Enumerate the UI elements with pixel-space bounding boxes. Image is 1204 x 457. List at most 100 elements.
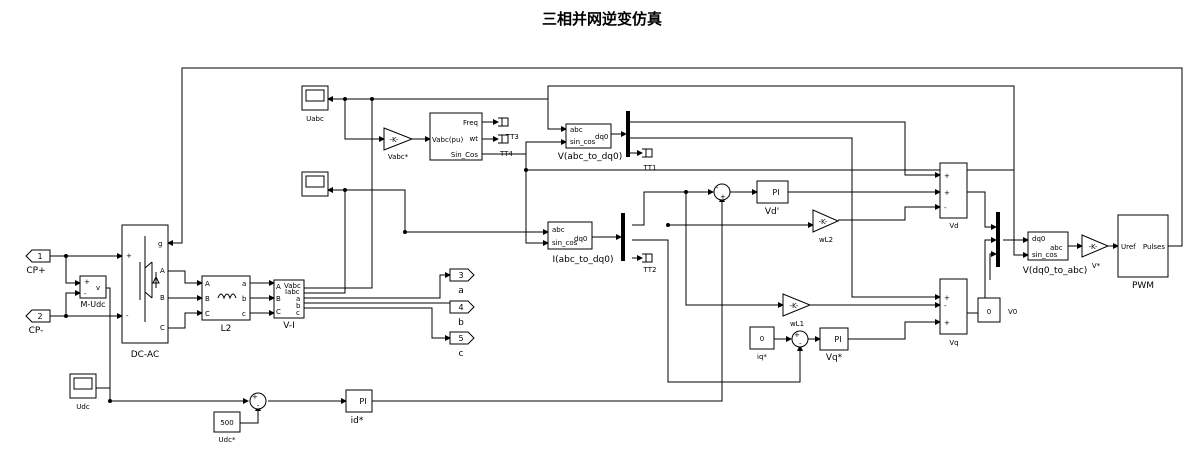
- svg-text:Vabc(pu): Vabc(pu): [432, 136, 463, 144]
- v-abc-to-dq0[interactable]: abc sin_cos dq0 V(abc_to_dq0): [558, 123, 623, 162]
- vd-prime-label: Vd': [765, 207, 779, 217]
- svg-text:dq0: dq0: [595, 133, 608, 141]
- svg-text:-: -: [799, 340, 802, 348]
- svg-text:Freq: Freq: [463, 119, 478, 127]
- svg-text:+: +: [84, 278, 90, 286]
- wl2-gain[interactable]: -K- wL2: [812, 209, 840, 244]
- svg-text:-K-: -K-: [1089, 243, 1098, 251]
- svg-text:-K-: -K-: [790, 302, 799, 310]
- svg-text:TT1: TT1: [643, 164, 657, 172]
- svg-text:sin_cos: sin_cos: [570, 138, 596, 146]
- udc-scope[interactable]: Udc: [69, 373, 97, 411]
- wl2-label: wL2: [819, 236, 833, 244]
- svg-text:c: c: [242, 310, 246, 318]
- port1-label: CP+: [26, 266, 45, 276]
- terminator-tt2: TT2: [642, 253, 657, 274]
- svg-text:v: v: [96, 284, 100, 292]
- l2-block[interactable]: A B C a b c L2: [201, 275, 251, 334]
- svg-text:abc: abc: [552, 226, 565, 234]
- vi-label: V-I: [283, 321, 295, 331]
- dc-ac-label: DC-AC: [131, 350, 160, 360]
- v0-constant[interactable]: 0 V0: [977, 297, 1017, 323]
- pi-id-star[interactable]: PI id*: [345, 389, 373, 426]
- svg-text:dq0: dq0: [574, 235, 587, 243]
- svg-text:a: a: [242, 280, 246, 288]
- v-abc-dq0-label: V(abc_to_dq0): [558, 152, 623, 162]
- svg-text:sin_cos: sin_cos: [1032, 251, 1058, 259]
- vi-measurement[interactable]: A B C Vabc Iabc a b c V-I: [273, 279, 305, 331]
- pll-block[interactable]: Vabc(pu) Freq wt Sin_Cos: [429, 112, 483, 161]
- vq-sum-block[interactable]: + - + Vq: [939, 278, 968, 347]
- svg-text:wt: wt: [470, 135, 479, 143]
- sum-id: - +: [713, 183, 731, 201]
- sum-iq: + -: [791, 330, 809, 348]
- vq-star-label: Vq*: [826, 353, 843, 363]
- svg-text:C: C: [160, 324, 165, 332]
- svg-text:+: +: [794, 331, 800, 339]
- svg-text:dq0: dq0: [1032, 235, 1045, 243]
- svg-text:0: 0: [760, 335, 764, 343]
- diagram-title: 三相并网逆变仿真: [541, 10, 662, 28]
- svg-text:B: B: [160, 294, 165, 302]
- vd-sum-block[interactable]: + + - Vd: [939, 162, 968, 230]
- port2-label: CP-: [29, 326, 44, 336]
- wl1-gain[interactable]: -K- wL1: [782, 293, 812, 328]
- port-a[interactable]: 3 a: [449, 268, 475, 296]
- iq-label: iq*: [757, 353, 767, 361]
- iq-constant[interactable]: 0 iq*: [749, 326, 775, 361]
- svg-text:A: A: [160, 267, 165, 275]
- svg-text:b: b: [242, 295, 247, 303]
- svg-text:PI: PI: [834, 335, 841, 344]
- uabc-scope[interactable]: Uabc: [301, 85, 329, 123]
- svg-text:TT2: TT2: [643, 266, 657, 274]
- udc-constant[interactable]: 500 Udc*: [213, 411, 241, 444]
- tt4-label: TT4: [499, 150, 513, 158]
- svg-text:+: +: [720, 193, 726, 201]
- m-udc-label: M-Udc: [80, 300, 105, 309]
- v0-label: V0: [1008, 308, 1017, 316]
- port4-label: b: [458, 318, 464, 328]
- junction-dots: [64, 97, 688, 403]
- port-c[interactable]: 5 c: [449, 331, 475, 359]
- uabc-label: Uabc: [306, 115, 324, 123]
- svg-text:c: c: [296, 309, 300, 317]
- port5-label: c: [459, 349, 464, 359]
- svg-text:-: -: [84, 290, 87, 298]
- v-star-gain[interactable]: -K- V*: [1081, 234, 1110, 270]
- svg-text:-: -: [944, 302, 947, 310]
- port-cp-plus[interactable]: 1 CP+: [25, 249, 51, 276]
- port3-label: a: [458, 286, 464, 296]
- tt3-label: TT3: [505, 133, 519, 141]
- dq0-to-abc[interactable]: dq0 abc sin_cos V(dq0_to_abc): [1023, 231, 1088, 276]
- iabc-scope[interactable]: [301, 171, 329, 197]
- port3-number: 3: [458, 271, 463, 280]
- port-b[interactable]: 4 b: [449, 300, 475, 328]
- pwm-generator[interactable]: Uref Pulses PWM: [1117, 214, 1169, 291]
- svg-text:PI: PI: [359, 397, 366, 406]
- v-demux: [626, 111, 630, 157]
- i-abc-to-dq0[interactable]: abc sin_cos dq0 I(abc_to_dq0): [547, 221, 614, 265]
- vd-label: Vd: [949, 222, 958, 230]
- dq0-mux: [996, 212, 1000, 267]
- svg-text:abc: abc: [1050, 244, 1063, 252]
- port5-number: 5: [458, 334, 463, 343]
- port1-number: 1: [37, 252, 42, 261]
- terminator-tt1: TT1: [642, 148, 657, 172]
- port-cp-minus[interactable]: 2 CP-: [25, 309, 51, 336]
- vq-label: Vq: [949, 339, 958, 347]
- i-demux: [621, 213, 625, 261]
- dc-ac-inverter[interactable]: + - g A B C DC-AC: [121, 224, 169, 360]
- pi-vq-star[interactable]: PI Vq*: [819, 327, 849, 363]
- udc-label: Udc: [76, 403, 90, 411]
- sum-udc: + -: [249, 392, 267, 410]
- vabc-gain[interactable]: -K- Vabc*: [383, 127, 414, 161]
- svg-text:-: -: [716, 184, 719, 192]
- svg-text:A: A: [205, 280, 210, 288]
- svg-text:-K-: -K-: [390, 136, 399, 144]
- i-abc-dq0-label: I(abc_to_dq0): [552, 255, 613, 265]
- m-udc-block[interactable]: + - v M-Udc: [79, 275, 107, 309]
- pi-vd-prime[interactable]: PI Vd': [756, 180, 789, 217]
- svg-text:A: A: [276, 283, 281, 291]
